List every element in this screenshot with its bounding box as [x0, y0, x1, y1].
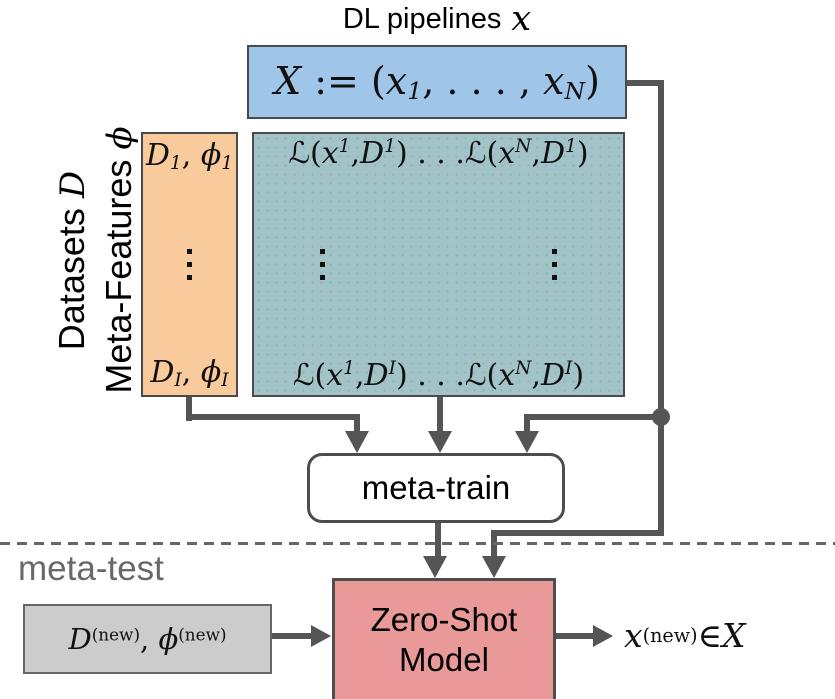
- metafeatures-math-symbol: ϕ: [100, 126, 140, 150]
- connector-pipelines-exit: [624, 80, 664, 86]
- connector-right-rail: [658, 80, 664, 536]
- arrowhead-rail-to-metatrain: [515, 431, 539, 453]
- connector-zeroshot-to-output: [550, 633, 596, 639]
- arrowhead-rail-to-zeroshot: [482, 556, 506, 578]
- datasets-math-symbol: D: [53, 169, 93, 199]
- metafeatures-axis-label: Meta-Features ϕ: [98, 126, 140, 394]
- connector-datasets-drop: [186, 396, 192, 421]
- connector-loss-drop: [437, 396, 443, 433]
- header-dl-pipelines: DL pipelines x: [247, 0, 627, 39]
- connector-datasets-horizontal: [186, 414, 360, 420]
- connector-newtask-to-zeroshot: [268, 633, 314, 639]
- arrowhead-zeroshot-to-output: [593, 625, 613, 647]
- output-formula: x(new) ∈ X: [624, 615, 747, 655]
- connector-metatrain-to-zeroshot: [435, 521, 441, 558]
- header-math-x: x: [511, 0, 532, 39]
- connector-datasets-elbow-drop: [354, 414, 360, 433]
- vertical-ellipsis: [552, 249, 557, 280]
- new-task-formula: D(new), ϕ(new): [68, 621, 227, 656]
- vertical-ellipsis: [320, 249, 325, 280]
- datasets-column-box: D1, ϕ1 DI, ϕI: [141, 132, 238, 397]
- datasets-axis-label: Datasets D: [51, 169, 93, 351]
- new-task-box: D(new), ϕ(new): [23, 604, 272, 674]
- pipelines-set-box: X := (x1, . . . , xN): [247, 45, 627, 119]
- datasets-bottom-entry: DI, ϕI: [150, 354, 229, 391]
- arrowhead-loss-to-metatrain: [428, 431, 452, 453]
- connector-rail-to-metatrain-horizontal: [524, 414, 664, 420]
- meta-train-box: meta-train: [307, 453, 565, 523]
- zero-shot-line1: Zero-Shot: [370, 601, 518, 638]
- meta-test-label: meta-test: [18, 549, 164, 588]
- arrowhead-newtask-to-zeroshot: [311, 625, 331, 647]
- junction-dot: [652, 408, 670, 426]
- zero-shot-line2: Model: [399, 641, 489, 678]
- datasets-top-entry: D1, ϕ1: [145, 138, 234, 175]
- header-label: DL pipelines: [342, 2, 502, 35]
- meta-train-label: meta-train: [361, 469, 511, 506]
- pipelines-set-formula: X := (x1, . . . , xN): [274, 58, 600, 106]
- arrowhead-datasets-to-metatrain: [345, 431, 369, 453]
- vertical-ellipsis: [187, 249, 192, 280]
- zero-shot-model-box: Zero-Shot Model: [332, 578, 556, 699]
- arrowhead-metatrain-to-zeroshot: [423, 556, 447, 578]
- connector-rail-to-metatrain-drop: [524, 414, 530, 433]
- connector-rail-to-zeroshot-horizontal: [491, 530, 664, 536]
- loss-matrix-middle-row: [258, 249, 619, 280]
- left-axis-labels: Datasets D Meta-Features ϕ: [50, 100, 142, 420]
- train-test-separator-line: [0, 542, 835, 545]
